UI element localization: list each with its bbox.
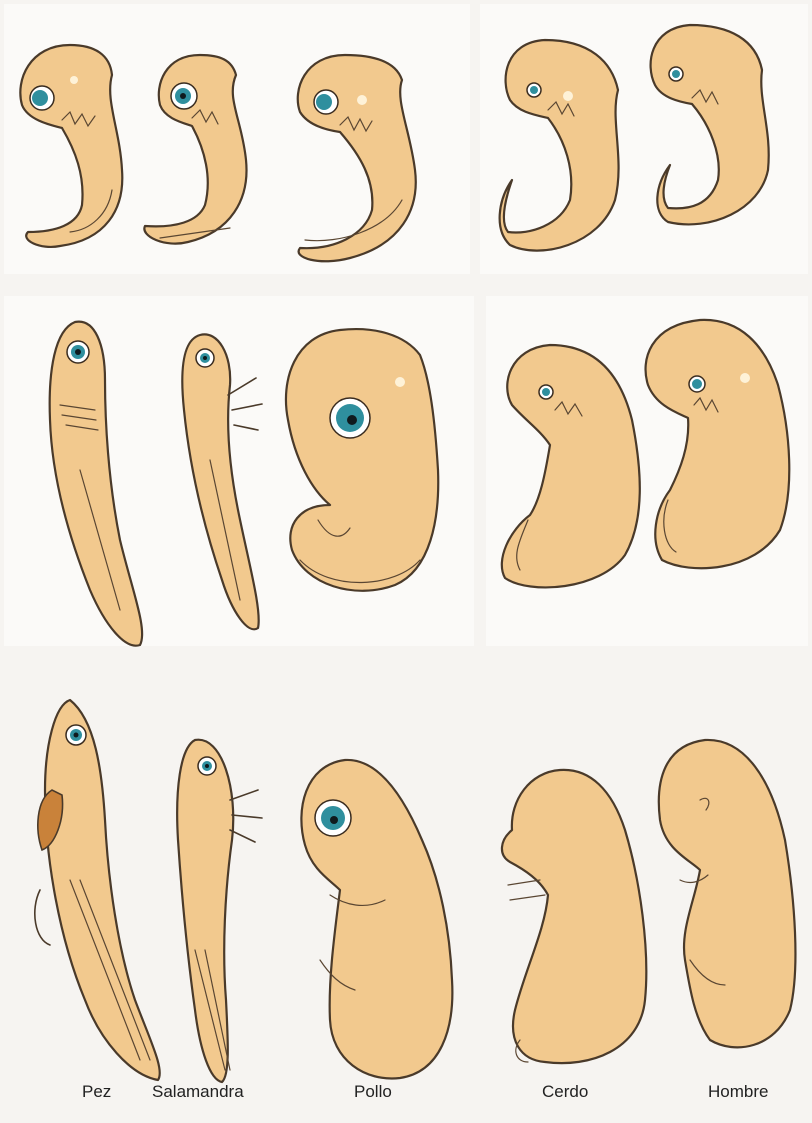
label-pez: Pez <box>82 1082 111 1102</box>
label-pollo: Pollo <box>354 1082 392 1102</box>
label-hombre: Hombre <box>708 1082 768 1102</box>
embryo-cerdo-stage-3 <box>502 770 646 1063</box>
label-salamandra: Salamandra <box>152 1082 244 1102</box>
embryo-pez-stage-3 <box>35 700 160 1080</box>
embryo-hombre-stage-3 <box>659 740 796 1047</box>
embryo-salamandra-stage-3 <box>177 740 262 1082</box>
embryo-pollo-stage-2 <box>286 329 438 591</box>
label-cerdo: Cerdo <box>542 1082 588 1102</box>
embryo-pollo-stage-3 <box>301 760 452 1079</box>
